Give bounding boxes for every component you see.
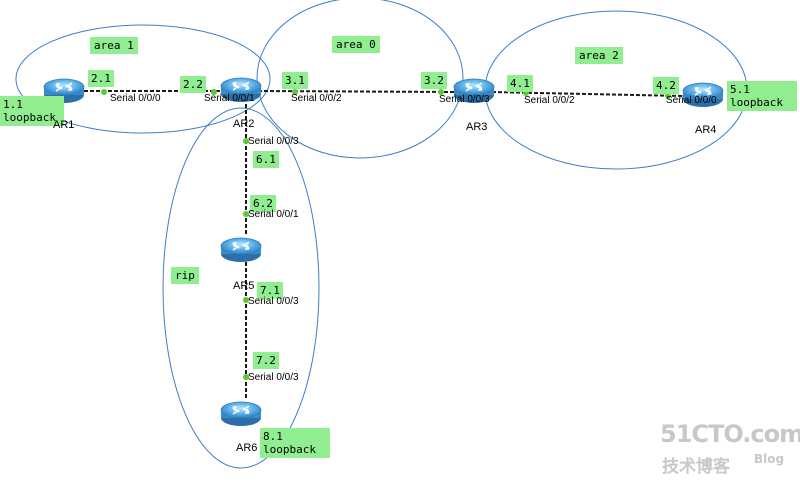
router-ar5-icon[interactable] xyxy=(220,237,262,263)
port-dot-ar5-s003 xyxy=(243,297,249,303)
port-label-ar5-s001: Serial 0/0/1 xyxy=(248,209,299,220)
port-dot-ar6-s003 xyxy=(243,374,249,380)
port-label-ar2-s001: Serial 0/0/1 xyxy=(204,93,255,104)
addr-5-1-loopback: 5.1 loopback xyxy=(727,81,797,111)
port-dot-ar5-s001 xyxy=(243,211,249,217)
port-dot-ar4-s000 xyxy=(665,93,671,99)
port-dot-ar3-s003 xyxy=(438,89,444,95)
addr-8-1-loopback: 8.1 loopback xyxy=(260,428,330,458)
router-ar3-name: AR3 xyxy=(466,121,488,133)
addr-6-2: 6.2 xyxy=(250,195,276,212)
addr-7-1: 7.1 xyxy=(257,282,283,299)
addr-6-1: 6.1 xyxy=(253,151,279,168)
router-ar6-icon[interactable] xyxy=(220,401,262,427)
addr-2-2: 2.2 xyxy=(180,76,206,93)
link-ar2-ar3 xyxy=(257,90,457,93)
rip-label: rip xyxy=(171,267,199,284)
port-label-ar2-s002: Serial 0/0/2 xyxy=(291,93,342,104)
addr-1-1-loopback: 1.1 loopback xyxy=(0,96,64,126)
addr-2-1: 2.1 xyxy=(88,70,114,87)
rip-outline xyxy=(162,107,320,469)
port-label-ar5-s003: Serial 0/0/3 xyxy=(248,296,299,307)
area0-label: area 0 xyxy=(332,36,380,53)
port-label-ar3-s003: Serial 0/0/3 xyxy=(439,94,490,105)
port-dot-ar2-s003 xyxy=(243,138,249,144)
router-ar2-name: AR2 xyxy=(233,118,255,130)
addr-4-1: 4.1 xyxy=(507,75,533,92)
port-label-ar3-s002: Serial 0/0/2 xyxy=(524,95,575,106)
addr-3-1: 3.1 xyxy=(282,72,308,89)
area0-outline xyxy=(256,0,464,159)
area1-outline xyxy=(15,24,271,134)
watermark-blog: Blog xyxy=(754,452,785,466)
port-dot-ar2-s001 xyxy=(211,89,217,95)
router-ar6-name: AR6 xyxy=(236,442,258,454)
port-dot-ar1-s000 xyxy=(101,89,107,95)
port-label-ar1-s000: Serial 0/0/0 xyxy=(110,93,161,104)
router-ar5-name: AR5 xyxy=(233,280,255,292)
port-label-ar2-s003: Serial 0/0/3 xyxy=(248,136,299,147)
router-ar4-name: AR4 xyxy=(695,124,717,136)
port-label-ar4-s000: Serial 0/0/0 xyxy=(666,95,717,106)
port-dot-ar2-s002 xyxy=(292,89,298,95)
addr-3-2: 3.2 xyxy=(421,72,447,89)
area2-label: area 2 xyxy=(575,47,623,64)
addr-7-2: 7.2 xyxy=(253,352,279,369)
addr-4-2: 4.2 xyxy=(653,77,679,94)
port-label-ar6-s003: Serial 0/0/3 xyxy=(248,372,299,383)
watermark-site: 51CTO.com xyxy=(660,420,800,448)
area1-label: area 1 xyxy=(90,37,138,54)
watermark-blog-cn: 技术博客 xyxy=(662,457,730,477)
router-ar1-name: AR1 xyxy=(53,119,75,131)
